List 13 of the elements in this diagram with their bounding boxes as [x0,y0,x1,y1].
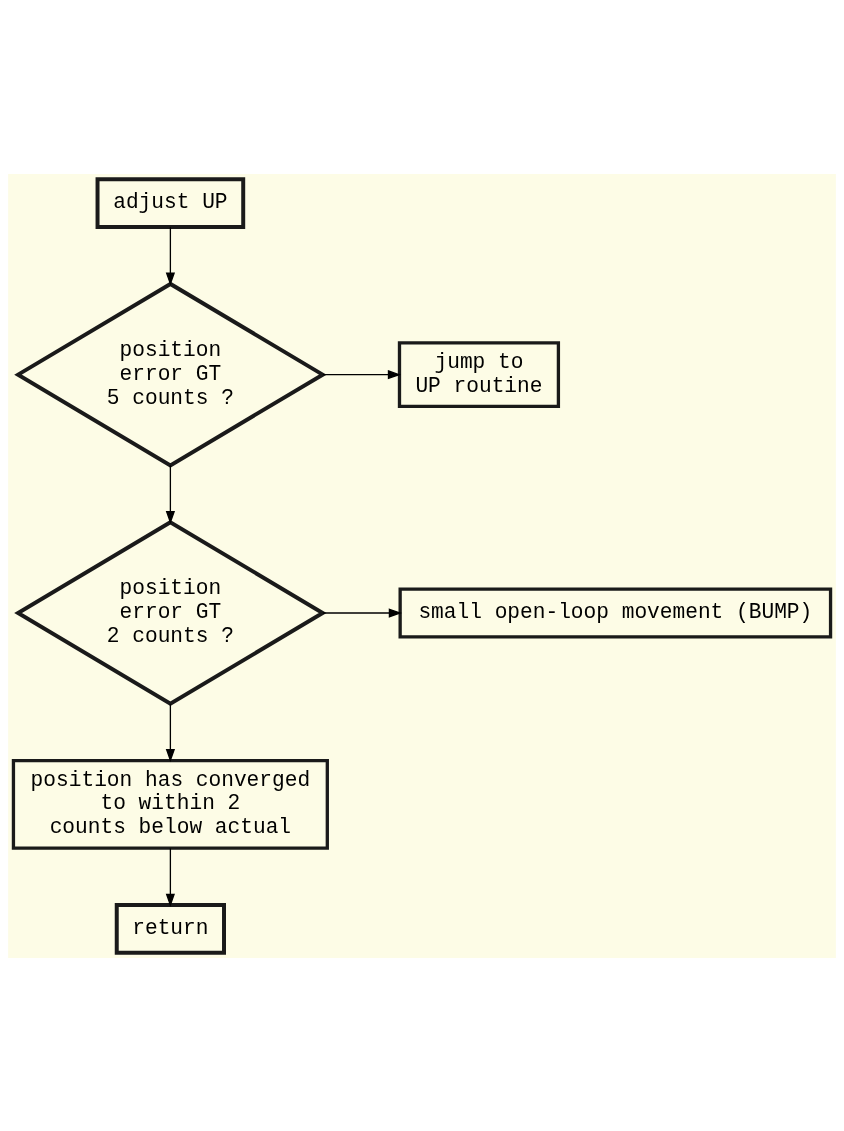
node-box: position has converged to within 2 counts below actual [11,758,329,850]
arrow [165,226,176,286]
arrow [322,607,403,618]
node-box: return [114,902,226,955]
node-box: jump to UP routine [397,340,561,408]
arrow [165,703,176,762]
node-diamond: position error GT 5 counts ? [14,281,327,468]
arrow [165,847,176,907]
node-box: small open-loop movement (BUMP) [398,587,833,638]
arrow [165,464,176,524]
arrow [322,369,402,379]
node-diamond: position error GT 2 counts ? [14,519,327,706]
node-box: adjust UP [95,176,246,229]
